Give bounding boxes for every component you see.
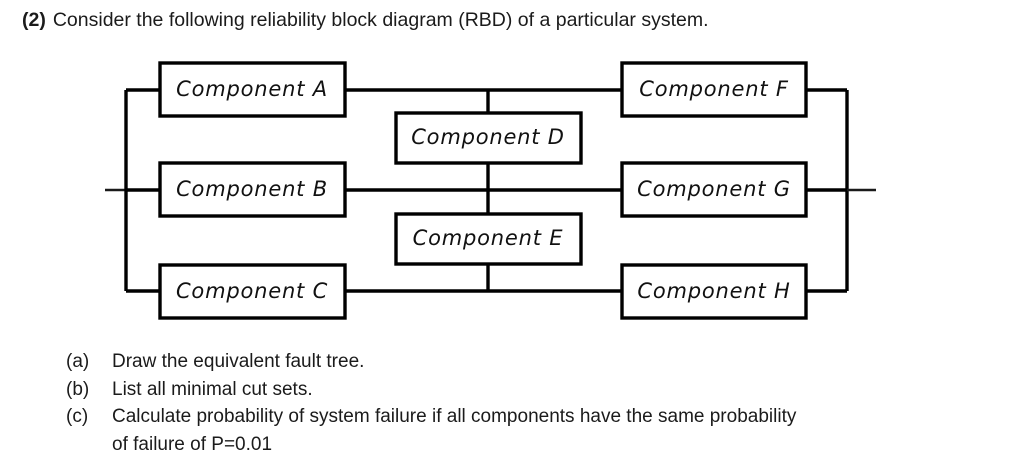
subquestion-text-c-line1: Calculate probability of system failure …	[112, 406, 797, 427]
question-stem: (2) Consider the following reliability bl…	[22, 7, 709, 33]
block-component-f-label: Component F	[639, 77, 789, 101]
block-component-e[interactable]: Component E	[394, 212, 583, 266]
subquestion-item-c: (c) Calculate probability of system fail…	[66, 403, 1016, 458]
block-component-g-rect	[620, 161, 808, 218]
question-number: (2)	[22, 9, 46, 31]
subquestion-list: (a) Draw the equivalent fault tree. (b) …	[66, 348, 1016, 458]
subquestion-text-b: List all minimal cut sets.	[112, 378, 313, 400]
block-component-b[interactable]: Component B	[158, 161, 347, 218]
block-component-a-rect	[158, 61, 347, 118]
subquestion-text-c-line2: of failure of P=0.01	[112, 433, 273, 455]
subquestion-item-b: (b) List all minimal cut sets.	[66, 376, 1016, 404]
block-component-d[interactable]: Component D	[394, 111, 583, 165]
rbd-svg-canvas: Component A Component B Component C Comp…	[105, 61, 876, 320]
block-component-d-label: Component D	[411, 125, 565, 149]
block-component-g-label: Component G	[637, 177, 791, 201]
subquestion-text-a: Draw the equivalent fault tree.	[112, 351, 365, 372]
block-component-b-label: Component B	[176, 177, 328, 201]
block-component-f[interactable]: Component F	[620, 61, 808, 118]
block-component-e-label: Component E	[413, 226, 564, 250]
block-component-b-rect	[158, 161, 347, 218]
block-component-a[interactable]: Component A	[158, 61, 347, 118]
subquestion-marker-c: (c)	[66, 406, 89, 427]
block-component-c-label: Component C	[176, 279, 328, 303]
block-component-g[interactable]: Component G	[620, 161, 808, 218]
block-component-a-label: Component A	[176, 77, 328, 101]
subquestion-marker-b: (b)	[66, 378, 90, 400]
block-component-h-rect	[620, 263, 808, 320]
reliability-block-diagram: Component A Component B Component C Comp…	[0, 48, 1024, 338]
block-component-e-rect	[394, 212, 583, 266]
subquestion-item-a: (a) Draw the equivalent fault tree.	[66, 348, 1016, 376]
block-component-c-rect	[158, 263, 347, 320]
question-text: Consider the following reliability block…	[52, 9, 709, 31]
block-component-d-rect	[394, 111, 583, 165]
block-component-f-rect	[620, 61, 808, 118]
block-component-h-label: Component H	[637, 279, 790, 303]
block-component-c[interactable]: Component C	[158, 263, 347, 320]
subquestion-text-c: Calculate probability of system failure …	[112, 403, 1016, 458]
block-component-h[interactable]: Component H	[620, 263, 808, 320]
subquestion-marker-a: (a)	[66, 351, 90, 372]
